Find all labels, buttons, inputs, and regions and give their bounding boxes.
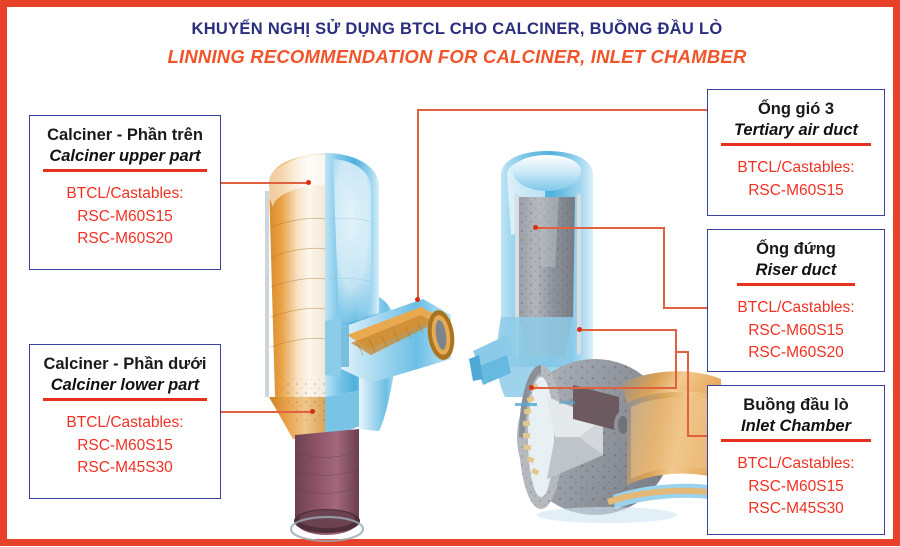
- callout-calciner-lower-material-2: RSC-M45S30: [77, 459, 173, 477]
- callout-calciner-lower-material-1: RSC-M60S15: [77, 436, 173, 454]
- leader-tertiary-vertical: [417, 109, 419, 301]
- callout-calciner-lower-name-en: Calciner lower part: [50, 375, 200, 394]
- callout-calciner-lower[interactable]: Calciner - Phần dưới Calciner lower part…: [29, 344, 221, 499]
- callout-tertiary-air-duct-rule: [721, 143, 871, 147]
- callout-riser-duct-name-vn: Ống đứng: [756, 240, 836, 258]
- callout-tertiary-air-duct-name-vn: Ống gió 3: [757, 100, 835, 118]
- leader-inlet-branch-top: [579, 329, 677, 331]
- callout-inlet-chamber-name-vn: Buồng đầu lò: [743, 396, 849, 414]
- leader-dot-inlet-bottom: [529, 385, 534, 390]
- callout-tertiary-air-duct-materials-label: BTCL/Castables:: [737, 159, 855, 177]
- callout-calciner-upper-name-en: Calciner upper part: [49, 146, 201, 165]
- callout-calciner-lower-name-vn: Calciner - Phần dưới: [43, 355, 207, 373]
- leader-calciner-lower: [221, 411, 313, 413]
- callout-riser-duct[interactable]: Ống đứng Riser duct BTCL/Castables: RSC-…: [707, 229, 885, 372]
- callout-calciner-upper-name-vn: Calciner - Phần trên: [47, 126, 203, 144]
- leader-tertiary-horizontal: [417, 109, 707, 111]
- callout-tertiary-air-duct-material-1: RSC-M60S15: [748, 181, 844, 199]
- callout-calciner-upper-material-2: RSC-M60S20: [77, 230, 173, 248]
- callout-calciner-lower-rule: [43, 398, 207, 402]
- callout-inlet-chamber-rule: [721, 439, 871, 443]
- callout-riser-duct-material-1: RSC-M60S15: [748, 321, 844, 339]
- leader-inlet-mid: [675, 351, 689, 353]
- callout-riser-duct-rule: [737, 283, 855, 287]
- calciner-illustration: [265, 151, 723, 543]
- title-vietnamese: KHUYẾN NGHỊ SỬ DỤNG BTCL CHO CALCINER, B…: [191, 20, 723, 38]
- callout-calciner-upper[interactable]: Calciner - Phần trên Calciner upper part…: [29, 115, 221, 270]
- callout-tertiary-air-duct-name-en: Tertiary air duct: [733, 120, 859, 139]
- leader-riser-vertical: [663, 227, 665, 309]
- callout-calciner-lower-materials-label: BTCL/Castables:: [66, 414, 184, 432]
- leader-inlet-branch-bottom: [531, 387, 677, 389]
- leader-inlet-vertical-inner: [675, 329, 677, 389]
- callout-calciner-upper-materials-label: BTCL/Castables:: [66, 185, 184, 203]
- callout-inlet-chamber-material-1: RSC-M60S15: [748, 477, 844, 495]
- tertiary-air-duct-pipe: [325, 299, 455, 383]
- leader-inlet-vertical-outer: [687, 351, 689, 437]
- leader-inlet-entry: [687, 435, 707, 437]
- leader-riser-lower: [663, 307, 707, 309]
- callout-riser-duct-name-en: Riser duct: [755, 260, 837, 279]
- callout-inlet-chamber-name-en: Inlet Chamber: [740, 416, 852, 435]
- leader-dot-inlet-top: [577, 327, 582, 332]
- callout-calciner-upper-material-1: RSC-M60S15: [77, 207, 173, 225]
- leader-dot-calciner-lower: [310, 409, 315, 414]
- callout-calciner-upper-rule: [43, 169, 207, 173]
- callout-inlet-chamber-materials-label: BTCL/Castables:: [737, 455, 855, 473]
- callout-inlet-chamber[interactable]: Buồng đầu lò Inlet Chamber BTCL/Castable…: [707, 385, 885, 535]
- callout-riser-duct-materials-label: BTCL/Castables:: [737, 299, 855, 317]
- callout-tertiary-air-duct[interactable]: Ống gió 3 Tertiary air duct BTCL/Castabl…: [707, 89, 885, 216]
- leader-calciner-upper: [221, 182, 309, 184]
- page-title: KHUYẾN NGHỊ SỬ DỤNG BTCL CHO CALCINER, B…: [7, 19, 900, 69]
- leader-dot-riser: [533, 225, 538, 230]
- leader-dot-calciner-upper: [306, 180, 311, 185]
- riser-duct-and-inlet-chamber: [469, 151, 723, 523]
- callout-riser-duct-material-2: RSC-M60S20: [748, 344, 844, 362]
- leader-riser-upper: [535, 227, 665, 229]
- title-english: LINNING RECOMMENDATION FOR CALCINER, INL…: [167, 45, 747, 67]
- callout-inlet-chamber-material-2: RSC-M45S30: [748, 500, 844, 518]
- leader-dot-tertiary: [415, 297, 420, 302]
